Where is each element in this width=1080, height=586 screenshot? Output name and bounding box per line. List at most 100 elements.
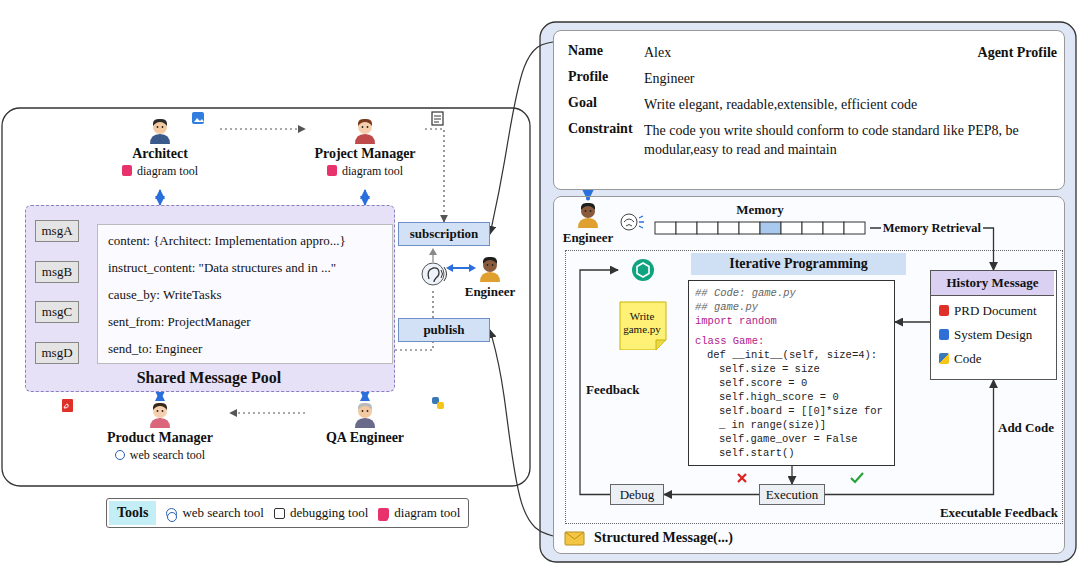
node-text: The code you write should conform to cod… — [644, 121, 1056, 159]
code-line: def __init__(self, size=4): — [707, 348, 888, 362]
node-text: cause_by: WriteTasks — [108, 287, 388, 303]
node-text: content: {Architect: Implementation appr… — [108, 233, 388, 249]
code-box: ## Code: game.py## game.pyimport random c… — [688, 280, 895, 466]
python-icon — [432, 397, 444, 409]
node-text: Code — [939, 351, 1054, 367]
node-text: msgD — [41, 345, 72, 361]
message-box: msgC — [35, 301, 79, 323]
pass-mark — [851, 473, 863, 482]
listen-arrowhead — [429, 248, 437, 255]
node-text: Engineer — [644, 69, 944, 88]
listen-icon — [422, 263, 447, 285]
edge-label: Memory Retrieval — [881, 221, 983, 236]
node-text: System Design — [939, 327, 1054, 343]
node-text: Shared Message Pool — [26, 369, 392, 387]
node-text: Debug — [620, 487, 655, 503]
avatar-icon — [146, 400, 174, 428]
document-icon — [432, 112, 443, 125]
node-text: publish — [423, 322, 464, 338]
task-note: Write game.py — [618, 258, 668, 350]
connector — [895, 321, 930, 322]
code-line: ## game.py — [695, 300, 888, 314]
avatar-icon — [476, 254, 504, 282]
avatar-icon — [351, 400, 379, 428]
node-text: diagram tool — [327, 164, 403, 179]
legend-item: web search tool — [166, 505, 264, 521]
code-line: ## Code: game.py — [695, 286, 888, 300]
agent-workspace: Structured Message(...)EngineerMemoryIte… — [553, 196, 1065, 554]
code-line: self.start() — [719, 446, 888, 460]
programming-loop: Iterative ProgrammingExecutable Feedback… — [565, 250, 1063, 524]
message-box: msgB — [35, 261, 79, 283]
legend-text: debugging tool — [290, 505, 368, 521]
node-text: Iterative Programming — [691, 253, 906, 275]
step-box: Execution — [759, 484, 825, 505]
message-content: content: {Architect: Implementation appr… — [97, 224, 393, 364]
node-text: diagram tool — [122, 164, 198, 179]
node-text: Alex — [644, 43, 844, 62]
tools-legend: Tools web search tool debugging tool diagra… — [106, 498, 469, 528]
node-text: Engineer — [465, 284, 516, 300]
legend-icon — [378, 508, 389, 519]
avatar-icon — [351, 116, 379, 144]
envelope-icon — [565, 532, 584, 545]
node-text: History Message — [931, 271, 1054, 296]
node-text: Memory — [736, 202, 784, 218]
legend-text: web search tool — [182, 505, 264, 521]
node-text: Structured Message(...) — [594, 530, 914, 546]
legend-icon — [166, 508, 177, 519]
node-text: subscription — [410, 226, 479, 242]
node-text: send_to: Engineer — [108, 341, 388, 357]
code-line: self.size = size — [719, 362, 888, 376]
message-box: msgA — [35, 220, 79, 242]
node-text: msgC — [42, 304, 72, 320]
left-panel — [2, 108, 530, 486]
node-text: instruct_content: "Data structures and i… — [108, 260, 388, 276]
node-text: msgA — [41, 223, 72, 239]
right-panel — [540, 22, 1076, 562]
legend-title: Tools — [109, 501, 156, 525]
legend-item: diagram tool — [378, 505, 460, 521]
connector — [791, 466, 792, 484]
pdf-icon — [62, 399, 73, 412]
connector — [490, 330, 553, 536]
connector — [220, 128, 305, 129]
step-box: Debug — [610, 484, 664, 505]
node-text: QA Engineer — [326, 430, 404, 446]
node-text: Write game.py — [621, 310, 663, 336]
action-box: subscription — [398, 222, 490, 246]
double-arrowheads — [446, 264, 476, 272]
node-text: web search tool — [115, 448, 205, 463]
connector — [364, 392, 366, 400]
profile-card: NameAlex Agent ProfileProfileEngineerGoal… — [553, 30, 1065, 190]
code-line: self.high_score = 0 — [719, 390, 888, 404]
code-line: self.game_over = False — [719, 432, 888, 446]
role-agent: Project Manager diagram tool — [305, 116, 425, 190]
action-box: publish — [398, 318, 490, 342]
annotation: Add Code — [998, 420, 1054, 436]
node-text: Name — [568, 43, 640, 59]
node-text: Profile — [568, 69, 640, 85]
code-line: self.score = 0 — [719, 376, 888, 390]
connector — [664, 494, 759, 495]
node-text: Write elegant, readable,extensible, effi… — [644, 95, 1056, 114]
history-box: History MessagePRD DocumentSystem Design… — [930, 270, 1057, 380]
annotation: Feedback — [586, 382, 639, 398]
llm-note-art — [618, 258, 668, 350]
message-pool: Shared Message Pool msgA msgB msgC msgD conte… — [25, 205, 395, 392]
node-text: Project Manager — [314, 146, 415, 162]
workspace-ground — [553, 196, 1065, 554]
message-box: msgD — [35, 342, 79, 364]
avatar-icon — [574, 200, 602, 228]
code-line: import random — [695, 314, 888, 328]
legend-icon — [274, 508, 285, 519]
connector — [159, 190, 161, 205]
connector — [230, 412, 305, 413]
brain-icon — [621, 214, 644, 230]
connector — [586, 190, 590, 200]
connector — [364, 190, 366, 205]
node-text: Goal — [568, 95, 640, 111]
node-text: Agent Profile — [949, 45, 1057, 61]
code-line: class Game: — [695, 334, 888, 348]
